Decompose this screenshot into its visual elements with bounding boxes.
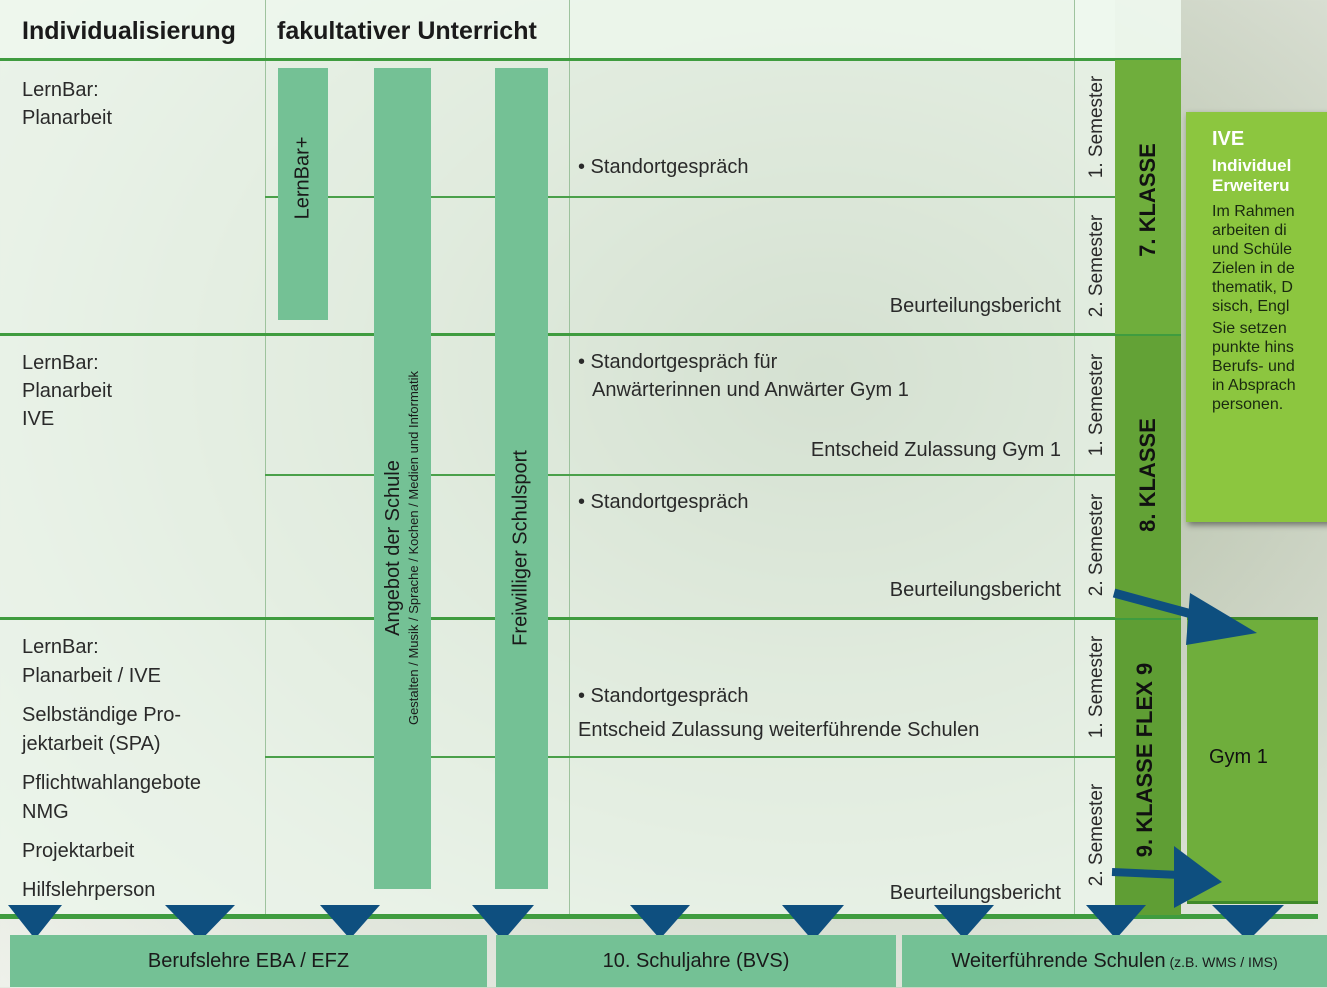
row-divider-header <box>0 58 1181 61</box>
lernbar-plus-bar: LernBar+ <box>278 68 328 320</box>
k8-entscheid-gym: Entscheid Zulassung Gym 1 <box>810 439 1061 461</box>
grid-vline-3 <box>1074 0 1075 917</box>
semester-column-background <box>1075 0 1115 917</box>
k9-entscheid: Entscheid Zulassung weiterführende Schul… <box>578 719 980 741</box>
klasse-9-cell <box>1115 620 1181 915</box>
k8-semester-2: 2. Semester <box>1086 493 1107 597</box>
angebot-schule-bar: Angebot der Schule Gestalten / Musik / S… <box>374 68 431 889</box>
k7-standortgespraech: • Standortgespräch <box>578 156 749 178</box>
header-empty <box>569 0 1181 60</box>
gym1-label: Gym 1 <box>1209 746 1268 768</box>
k9-individualisierung: LernBar: Planarbeit / IVE Selbständige P… <box>22 636 202 901</box>
k7-semester-2: 2. Semester <box>1086 214 1107 318</box>
grid-vline-2 <box>569 0 570 917</box>
k8-standortgespraech: • Standortgespräch <box>578 491 749 513</box>
berufslehre-box: Berufslehre EBA / EFZ <box>10 935 487 987</box>
semester-divider-k7 <box>265 196 1115 198</box>
schulsport-bar: Freiwilliger Schulsport <box>495 68 548 889</box>
k8-standortgespraech-gym: • Standortgespräch für Anwärterinnen und… <box>578 351 909 401</box>
k8-semester-1: 1. Semester <box>1086 353 1107 457</box>
klasse-7-cell <box>1115 60 1181 334</box>
k7-semester-1: 1. Semester <box>1086 75 1107 179</box>
row-divider-k8-k9 <box>0 617 1181 620</box>
k8-beurteilungsbericht: Beurteilungsbericht <box>889 579 1061 601</box>
klasse-8-label: 8. KLASSE <box>1135 418 1160 532</box>
k7-individualisierung: LernBar:Planarbeit <box>22 79 113 129</box>
klasse-7-label: 7. KLASSE <box>1135 143 1160 257</box>
angebot-schule-label: Angebot der Schule Gestalten / Musik / S… <box>382 370 421 726</box>
lernbar-plus-label: LernBar+ <box>291 136 314 220</box>
arrow-k8-to-gym <box>1112 588 1257 645</box>
weiterfuehrende-schulen-box: Weiterführende Schulen (z.B. WMS / IMS) <box>902 935 1327 987</box>
k9-beurteilungsbericht: Beurteilungsbericht <box>889 882 1061 904</box>
semester-divider-k9 <box>265 756 1115 758</box>
k9-semester-2: 2. Semester <box>1086 783 1107 887</box>
klasse-9-label: 9. KLASSE FLEX 9 <box>1132 662 1157 858</box>
semester-divider-k8 <box>265 474 1115 476</box>
row-divider-k7-k8 <box>0 333 1181 336</box>
header-individualisierung: Individualisierung <box>0 0 265 60</box>
weiterfuehrende-main: Weiterführende Schulen <box>951 950 1166 972</box>
k9-standortgespraech: • Standortgespräch <box>578 685 749 707</box>
k7-beurteilungsbericht: Beurteilungsbericht <box>889 295 1061 317</box>
grid-vline-1 <box>265 0 266 917</box>
ive-title: IVE <box>1212 128 1245 150</box>
k9-semester-1: 1. Semester <box>1086 635 1107 739</box>
klasse-8-cell <box>1115 336 1181 618</box>
schuljahre-box: 10. Schuljahre (BVS) <box>496 935 896 987</box>
header-fakultativer-unterricht: fakultativer Unterricht <box>265 0 569 60</box>
gym1-box: Gym 1 <box>1187 617 1318 904</box>
schulsport-label: Freiwilliger Schulsport <box>509 450 532 646</box>
bottom-arrows <box>8 905 1284 941</box>
weiterfuehrende-small: (z.B. WMS / IMS) <box>1165 954 1278 970</box>
arrow-k9-to-gym <box>1111 846 1222 908</box>
